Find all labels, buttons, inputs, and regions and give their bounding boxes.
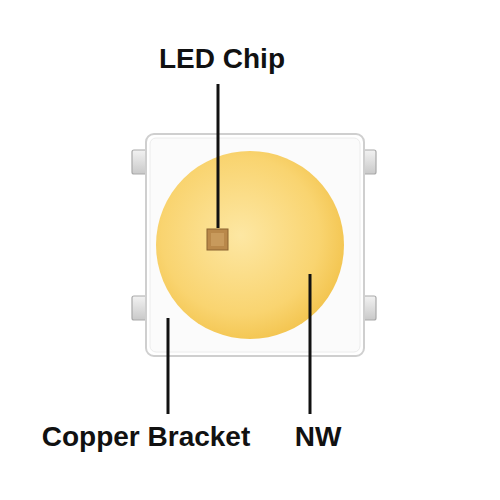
led-chip: [207, 229, 228, 250]
part-label: LED Chip: [159, 44, 285, 75]
part-label: NW: [295, 422, 342, 453]
leader-line: [309, 274, 312, 414]
leader-line: [217, 84, 220, 228]
leader-lines: [168, 84, 310, 414]
led-body: [146, 134, 364, 356]
led-chip-face: [211, 233, 224, 246]
led-body-inner: [150, 138, 360, 352]
part-label: Copper Bracket: [42, 422, 251, 453]
phosphor-circle: [156, 151, 344, 339]
leader-line: [167, 318, 170, 414]
